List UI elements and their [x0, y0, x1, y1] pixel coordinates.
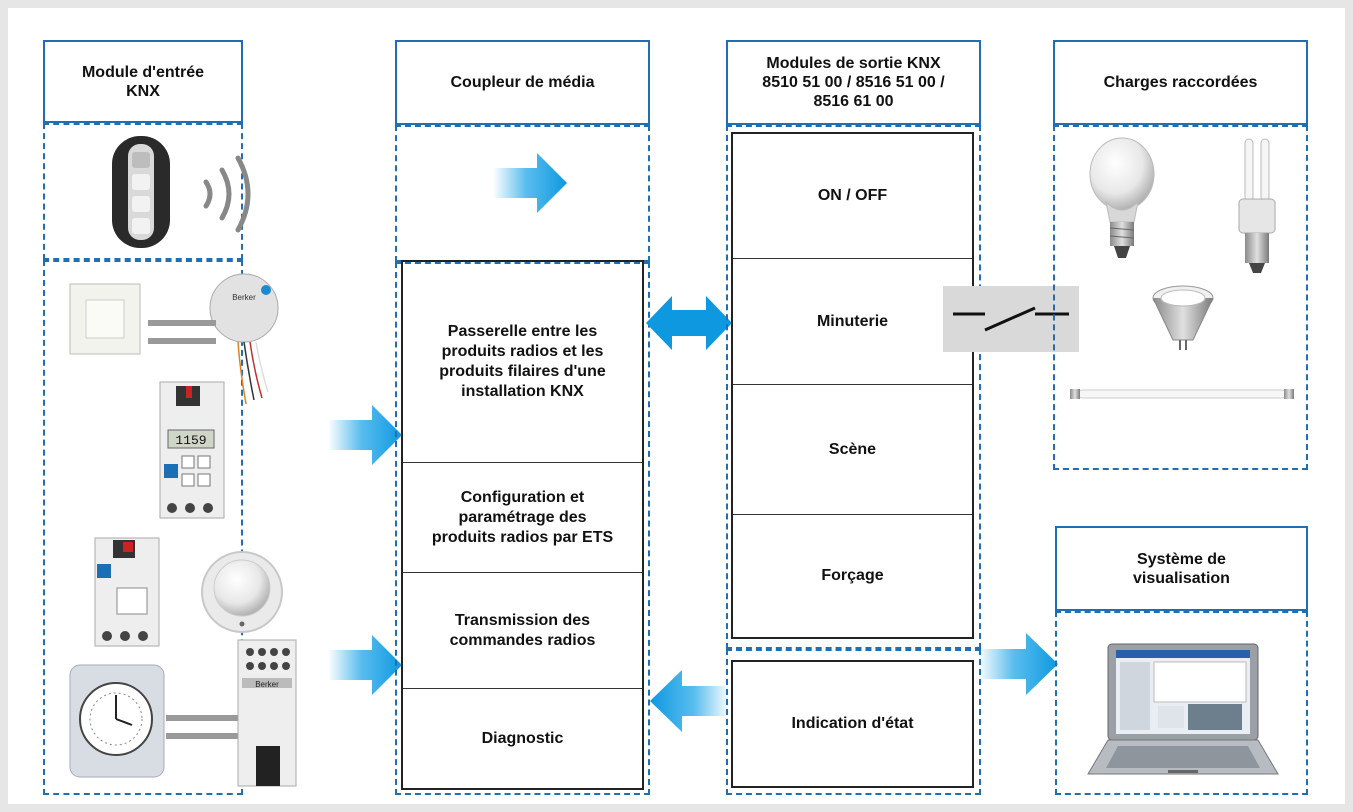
status-indication-frame — [731, 660, 974, 788]
output-function-on-off: ON / OFF — [817, 187, 888, 204]
din-presence-module-icon — [94, 537, 160, 647]
coupler-function-transmission: Transmission des commandes radios — [403, 572, 642, 688]
analog-time-switch-icon — [69, 664, 165, 778]
arrow-input-to-coupler-1 — [328, 405, 402, 465]
timer-display-text: 1159 — [175, 433, 206, 448]
coupler-header: Coupleur de média — [395, 40, 650, 125]
presence-detector-icon — [201, 551, 283, 633]
input-module-title: Module d'entrée KNX — [81, 63, 205, 100]
fluorescent-tube-icon — [1070, 389, 1294, 399]
halogen-spot-icon — [1152, 285, 1214, 350]
fluorescent-lamp-icon — [1238, 138, 1276, 273]
coupler-title: Coupleur de média — [450, 74, 595, 91]
visualisation-header: Système de visualisation — [1055, 526, 1308, 611]
input-wired-box — [43, 260, 243, 795]
interface-brand-text: Berker — [232, 293, 256, 302]
incandescent-bulb-icon — [1089, 137, 1155, 258]
time-switch-wire-top — [166, 715, 238, 721]
visualisation-box — [1055, 611, 1308, 795]
push-button-interface-icon: Berker — [209, 273, 279, 405]
coupler-function-diagnostic: Diagnostic — [403, 688, 642, 788]
time-switch-wire-bottom — [166, 733, 238, 739]
laptop-icon — [1087, 643, 1279, 775]
status-indication-label: Indication d'état — [791, 715, 914, 732]
loads-title: Charges raccordées — [1103, 74, 1258, 91]
output-functions-box — [726, 125, 981, 649]
input-module-header: Module d'entrée KNX — [43, 40, 243, 123]
coupler-function-box — [395, 262, 650, 795]
arrow-status-to-coupler — [650, 670, 730, 732]
visualisation-title: Système de visualisation — [1133, 550, 1230, 587]
binary-module-brand-text: Berker — [255, 680, 279, 689]
switch-wire-top — [148, 320, 216, 326]
status-indication-box — [726, 649, 981, 795]
output-modules-header: Modules de sortie KNX 8510 51 00 / 8516 … — [726, 40, 981, 125]
arrow-radio-to-coupler — [493, 153, 567, 213]
double-arrow-coupler-outputs — [646, 296, 732, 350]
output-functions-frame — [731, 132, 974, 639]
diagram-canvas: Module d'entrée KNX Berker 1159 — [8, 8, 1345, 804]
loads-header: Charges raccordées — [1053, 40, 1308, 125]
switch-wire-bottom — [148, 338, 216, 344]
coupler-functions-frame — [401, 260, 644, 790]
output-function-timer: Minuterie — [733, 258, 972, 384]
switch-contact-symbol — [943, 286, 1079, 352]
wall-switch-icon — [69, 283, 141, 355]
loads-box — [1053, 125, 1308, 470]
coupler-function-configuration: Configuration et paramétrage des produit… — [403, 462, 642, 572]
arrow-input-to-coupler-2 — [328, 635, 402, 695]
radio-remote-icon — [112, 136, 251, 248]
din-timer-icon: 1159 — [159, 381, 225, 519]
input-radio-box — [43, 123, 243, 260]
binary-input-module-icon: Berker — [237, 639, 297, 787]
arrow-to-visualisation — [978, 633, 1058, 695]
output-modules-title: Modules de sortie KNX 8510 51 00 / 8516 … — [762, 55, 945, 110]
coupler-function-gateway: Passerelle entre les produits radios et … — [439, 323, 606, 400]
output-function-scene: Scène — [733, 384, 972, 514]
output-function-forcing: Forçage — [733, 514, 972, 637]
